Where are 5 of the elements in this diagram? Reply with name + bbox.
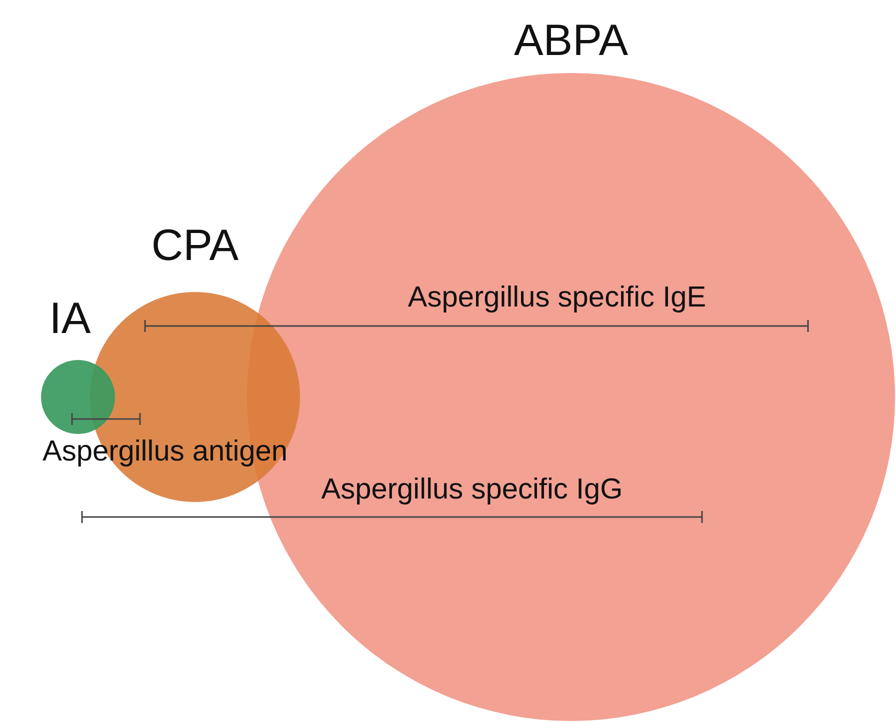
range-label: Aspergillus specific IgE: [408, 284, 706, 312]
set-title: ABPA: [514, 19, 628, 63]
range-label: Aspergillus specific IgG: [321, 476, 623, 504]
set-title: CPA: [151, 224, 239, 268]
set-title: IA: [49, 297, 91, 341]
